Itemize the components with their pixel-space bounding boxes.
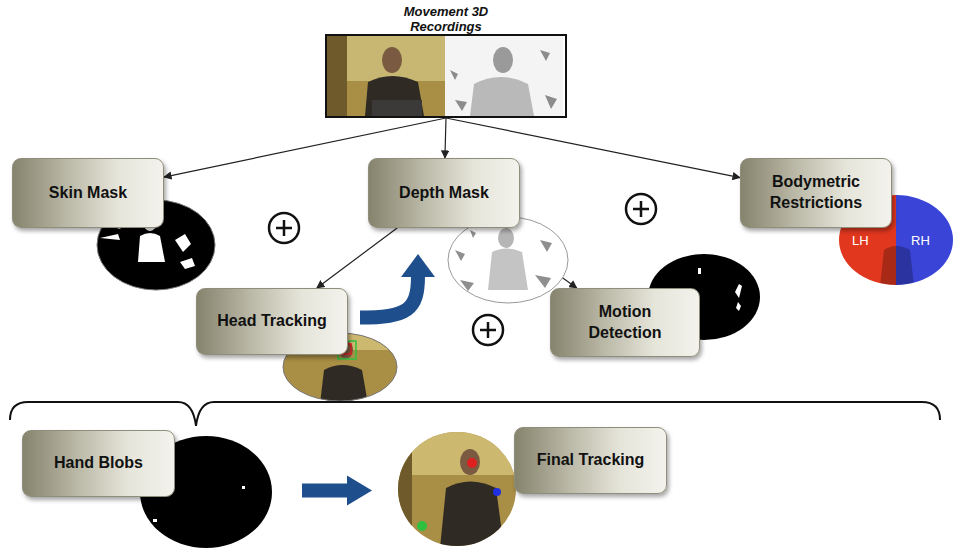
zone-label: RH [911,234,930,247]
photo-ground [396,430,518,548]
depth-ground [445,36,563,116]
zone-label: LH [852,234,869,247]
arrow-line [445,118,446,158]
box-label: Depth Mask [379,183,509,204]
photo-door [327,36,347,116]
image-panel: Movement 3D Recordings [325,34,567,118]
box-label: Hand Blobs [34,453,164,474]
photo-door [396,430,412,548]
block-arrow-shaft [302,484,348,498]
depth-head [498,228,514,248]
process-box: Skin Mask [12,158,164,228]
person-head [460,449,480,475]
process-box: Hand Blobs [22,430,175,497]
head-marker [467,458,477,468]
depth-speckle [455,230,552,291]
box-label: Final Tracking [525,450,656,471]
box-label: Motion Detection [575,302,675,344]
hand-blob [242,486,245,489]
recording-image [327,36,563,116]
depth-body [488,249,528,291]
depth-body [470,77,534,116]
image-heading: Movement 3D Recordings [386,5,506,34]
hand-blob [153,519,157,522]
person-body [320,365,368,404]
connector [360,254,435,318]
hand-marker [493,488,501,496]
mask-body [138,233,165,262]
connector [317,228,397,288]
person-shadow [880,246,914,286]
block-arrow-shaft [360,276,418,318]
depth-speckle [450,50,557,111]
box-label: Bodymetric Restrictions [756,172,876,214]
motion-blobs [698,268,742,311]
desk-object [372,100,422,116]
depth-head [493,47,513,73]
hand-marker [417,521,427,531]
grouping-brace [10,402,940,426]
process-box: Motion Detection [550,288,700,357]
plus-symbol [269,213,299,243]
connector [445,118,446,158]
photo-ground [327,36,445,116]
arrow-line [317,228,397,288]
plus-symbol [626,194,656,224]
box-label: Skin Mask [23,183,153,204]
ellipse-frame [448,217,568,303]
plus-symbol [473,315,503,345]
person-head [382,47,402,73]
final-tracking-image [396,430,518,548]
box-label: Head Tracking [207,311,337,332]
process-box: Bodymetric Restrictions [740,158,892,228]
person-body [365,76,424,116]
block-arrow-head [347,476,372,506]
connector [302,476,372,506]
process-box: Final Tracking [514,427,667,494]
photo-wall [396,430,518,475]
process-box: Head Tracking [196,288,348,355]
person-body [440,482,504,549]
block-arrow-head [401,254,435,277]
process-box: Depth Mask [368,158,520,228]
